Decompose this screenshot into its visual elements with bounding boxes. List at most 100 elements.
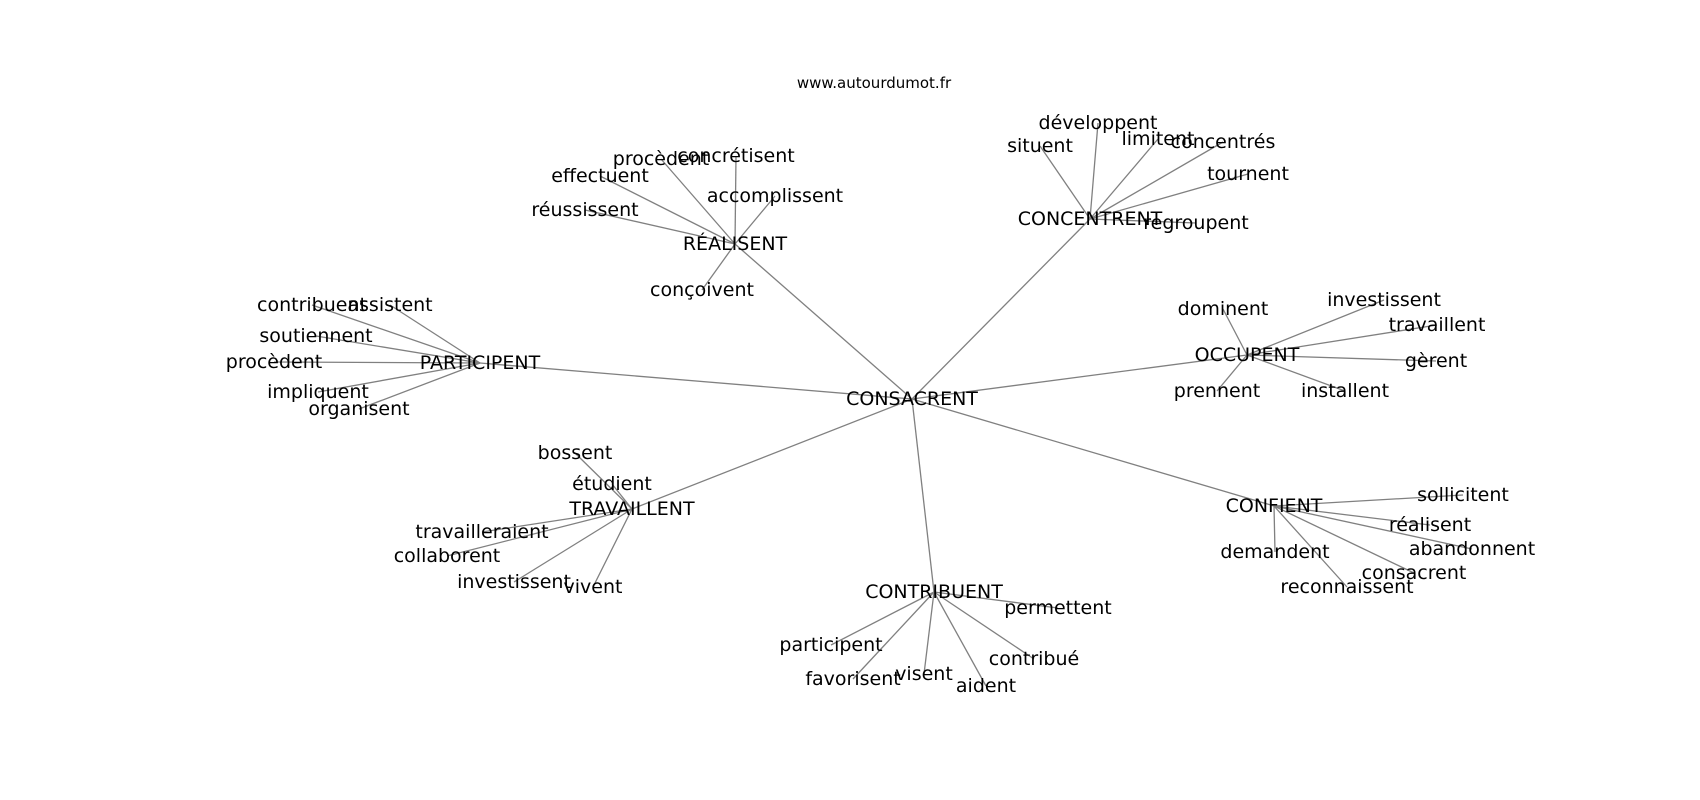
leaf-node: favorisent <box>805 668 900 690</box>
edge-hub-leaf <box>734 155 737 245</box>
leaf-node: procèdent <box>613 148 709 170</box>
edge-hub-leaf <box>317 362 481 393</box>
edge-hub-leaf <box>311 304 481 364</box>
edge-hub-leaf <box>1089 218 1197 224</box>
leaf-node: participent <box>779 634 882 656</box>
edge-hub-leaf <box>1089 122 1099 220</box>
leaf-node: assistent <box>347 294 432 316</box>
leaf-node: limitent <box>1122 128 1195 150</box>
edge-hub-leaf <box>1246 354 1346 392</box>
labels: RÉALISENTprocèdentconcrétisenteffectuent… <box>226 112 1535 697</box>
edge-hub-leaf <box>611 483 633 510</box>
edge-hub-leaf <box>1222 308 1248 356</box>
edge-hub-leaf <box>852 591 935 680</box>
leaf-node: réalisent <box>1389 514 1471 536</box>
edge-hub-leaf <box>273 361 481 364</box>
edge-hub-leaf <box>660 158 736 245</box>
edge-hub-leaf <box>1089 173 1249 220</box>
edge-root-hub <box>911 398 935 593</box>
leaf-node: demandent <box>1220 541 1329 563</box>
edge-hub-leaf <box>481 508 633 533</box>
leaf-node: tournent <box>1207 163 1289 185</box>
edge-hub-leaf <box>923 591 935 675</box>
edge-hub-leaf <box>1273 505 1276 553</box>
leaf-node: impliquent <box>267 381 369 403</box>
edge-hub-leaf <box>1273 505 1348 588</box>
leaf-node: accomplissent <box>707 185 843 207</box>
leaf-node: développent <box>1039 112 1158 134</box>
edge-hub-leaf <box>358 362 481 410</box>
leaf-node: situent <box>1007 135 1073 157</box>
edge-root-hub <box>911 354 1248 400</box>
root-node: CONSACRENT <box>846 388 978 410</box>
leaf-node: effectuent <box>551 165 649 187</box>
edge-hub-leaf <box>830 591 935 646</box>
leaf-node: soutiennent <box>259 325 372 347</box>
leaf-node: gèrent <box>1405 350 1467 372</box>
hub-node: CONCENTRENT <box>1018 208 1163 230</box>
edges <box>273 122 1473 687</box>
edge-hub-leaf <box>1246 299 1385 356</box>
edge-root-hub <box>734 243 913 400</box>
edge-hub-leaf <box>446 508 633 557</box>
edge-hub-leaf <box>315 335 481 364</box>
leaf-node: procèdent <box>226 351 322 373</box>
leaf-node: organisent <box>308 398 409 420</box>
edge-hub-leaf <box>1089 138 1159 220</box>
edge-hub-leaf <box>1246 354 1437 362</box>
source-label: www.autourdumot.fr <box>797 74 952 92</box>
edge-root-hub <box>631 398 913 510</box>
leaf-node: étudient <box>572 473 652 495</box>
edge-hub-leaf <box>1089 141 1224 220</box>
leaf-node: contribuent <box>257 294 367 316</box>
edge-hub-leaf <box>1273 505 1431 526</box>
edge-hub-leaf <box>1216 354 1248 392</box>
hub-node: PARTICIPENT <box>420 352 541 374</box>
edge-hub-leaf <box>933 591 1035 660</box>
edge-hub-leaf <box>584 209 736 245</box>
edge-hub-leaf <box>599 175 736 245</box>
leaf-node: investissent <box>457 571 571 593</box>
leaf-node: concrétisent <box>677 145 794 167</box>
edge-root-hub <box>911 218 1091 400</box>
hub-node: OCCUPENT <box>1195 344 1300 366</box>
edge-hub-leaf <box>734 195 776 245</box>
leaf-node: investissent <box>1327 289 1441 311</box>
edge-hub-leaf <box>933 591 987 687</box>
edge-hub-leaf <box>513 508 633 583</box>
leaf-node: réussissent <box>531 199 638 221</box>
leaf-node: vivent <box>564 576 623 598</box>
leaf-node: bossent <box>538 442 613 464</box>
leaf-node: regroupent <box>1143 212 1248 234</box>
edge-root-hub <box>911 398 1275 507</box>
leaf-node: consacrent <box>1362 562 1467 584</box>
edge-hub-leaf <box>574 452 633 510</box>
edge-hub-leaf <box>592 508 633 588</box>
edge-hub-leaf <box>389 304 481 364</box>
leaf-node: travailleraient <box>415 521 548 543</box>
leaf-node: prennent <box>1174 380 1260 402</box>
leaf-node: reconnaissent <box>1280 576 1413 598</box>
edge-hub-leaf <box>1273 494 1464 507</box>
hub-node: RÉALISENT <box>683 232 788 255</box>
leaf-node: conçoivent <box>650 279 754 301</box>
leaf-node: dominent <box>1178 298 1269 320</box>
edge-hub-leaf <box>1039 145 1091 220</box>
leaf-node: travaillent <box>1389 314 1486 336</box>
hub-node: CONFIENT <box>1226 495 1323 517</box>
leaf-node: sollicitent <box>1417 484 1509 506</box>
edge-hub-leaf <box>1246 324 1438 356</box>
leaf-node: permettent <box>1004 597 1112 619</box>
leaf-node: installent <box>1301 380 1389 402</box>
hub-node: CONTRIBUENT <box>865 581 1003 603</box>
edge-hub-leaf <box>1273 505 1473 550</box>
hub-node: TRAVAILLENT <box>568 498 695 520</box>
edge-hub-leaf <box>701 243 736 291</box>
leaf-node: aident <box>956 675 1016 697</box>
leaf-node: abandonnent <box>1409 538 1535 560</box>
leaf-node: visent <box>895 663 953 685</box>
leaf-node: collaborent <box>394 545 501 567</box>
edge-hub-leaf <box>1273 505 1415 574</box>
leaf-node: concentrés <box>1171 131 1276 153</box>
